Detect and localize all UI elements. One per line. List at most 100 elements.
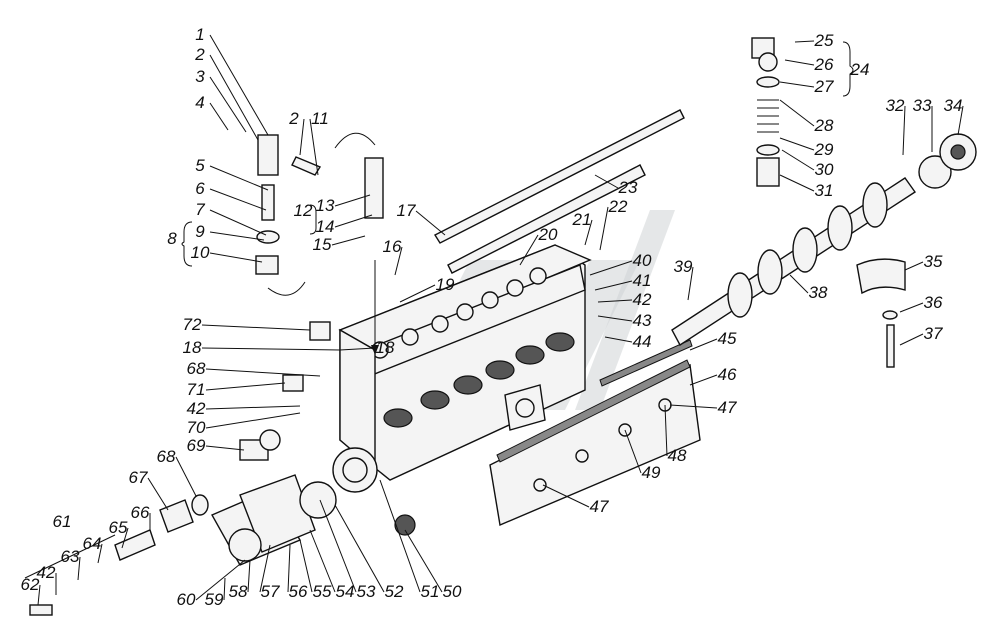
callout-number: 18: [376, 338, 395, 357]
leader-line: [339, 347, 376, 351]
callout-number: 22: [608, 197, 628, 216]
leader-line: [209, 165, 269, 191]
leader-line: [37, 584, 41, 606]
leader-line: [779, 137, 815, 151]
camshaft: [671, 133, 977, 347]
leader-line: [404, 529, 443, 593]
leader-line: [687, 266, 694, 301]
leader-line: [779, 81, 815, 88]
callout-number: 54: [336, 582, 355, 601]
leader-line: [223, 577, 226, 601]
callout-number: 15: [313, 235, 332, 254]
callout-number: 64: [83, 534, 102, 553]
leader-line: [624, 429, 642, 474]
callout-number: 27: [814, 77, 834, 96]
leader-line: [519, 234, 539, 266]
leader-line: [664, 404, 668, 457]
callout-number: 9: [195, 222, 205, 241]
callout-number: 67: [129, 468, 148, 487]
leader-line: [319, 499, 357, 593]
callout-number: 60: [177, 590, 196, 609]
callout-number: 36: [924, 293, 943, 312]
tappet-stack: [751, 37, 780, 187]
leader-line: [97, 543, 103, 564]
leader-line: [779, 174, 815, 192]
leader-line: [205, 368, 321, 377]
callout-number: 25: [814, 31, 834, 50]
callout-number: 59: [205, 590, 224, 609]
callout-number: 5: [195, 156, 205, 175]
leader-line: [299, 118, 305, 156]
callout-number: 42: [187, 399, 206, 418]
leader-lines: [37, 34, 964, 606]
callout-number: 1: [195, 25, 204, 44]
leader-line: [209, 231, 265, 241]
leader-line: [201, 324, 311, 331]
callout-number: 65: [109, 518, 128, 537]
leader-line: [209, 209, 267, 236]
callout-number: 16: [383, 237, 402, 256]
leader-line: [331, 235, 366, 246]
leader-line: [597, 299, 633, 303]
leader-line: [957, 105, 964, 136]
callout-number: 71: [187, 380, 206, 399]
leader-line: [147, 477, 169, 511]
callout-number: 57: [261, 582, 280, 601]
callout-number: 31: [815, 181, 834, 200]
callout-number: 32: [886, 96, 905, 115]
leader-line: [209, 54, 259, 141]
leader-line: [121, 527, 129, 549]
leader-line: [899, 302, 924, 313]
callout-number: 24: [850, 60, 870, 79]
callout-number: 43: [633, 311, 652, 330]
leader-line: [542, 484, 590, 508]
callout-number: 47: [590, 497, 609, 516]
callout-number: 40: [633, 251, 652, 270]
leader-line: [604, 336, 633, 343]
leader-line: [195, 559, 246, 601]
callout-number: 49: [642, 463, 661, 482]
leader-line: [334, 214, 373, 228]
leader-line: [779, 99, 815, 127]
flow-arrows: [267, 132, 379, 355]
leader-line: [299, 539, 313, 593]
callout-number: 45: [718, 329, 737, 348]
callout-number: 4: [195, 93, 204, 112]
callout-number: 51: [421, 582, 440, 601]
callout-number: 2: [194, 45, 205, 64]
callout-number: 68: [187, 359, 206, 378]
leader-line: [379, 479, 421, 593]
callout-number: 2: [288, 109, 299, 128]
leader-line: [205, 412, 301, 429]
leader-line: [209, 76, 247, 133]
leader-line: [789, 274, 809, 294]
callout-number: 12: [294, 201, 313, 220]
callout-number: 48: [668, 446, 687, 465]
callout-number: 8: [167, 229, 177, 248]
callout-number: 21: [572, 210, 592, 229]
leader-line: [594, 280, 633, 291]
callout-number: 17: [397, 201, 416, 220]
leader-line: [259, 544, 271, 593]
callout-number: 53: [357, 582, 376, 601]
leader-line: [201, 347, 341, 351]
callout-number: 56: [289, 582, 308, 601]
leader-line: [781, 149, 815, 171]
callout-number: 23: [618, 178, 638, 197]
bearing-cap: [856, 258, 906, 368]
callout-number: 50: [443, 582, 462, 601]
leader-line: [205, 405, 301, 410]
leader-line: [309, 529, 336, 593]
callout-number: 69: [187, 436, 206, 455]
leader-line: [205, 445, 245, 451]
leader-line: [175, 456, 197, 497]
leader-line: [669, 404, 718, 409]
valve-parts: [255, 134, 384, 275]
group-braces: [24, 41, 854, 579]
leader-line: [689, 374, 718, 386]
callout-number: 52: [385, 582, 404, 601]
callout-number: 38: [809, 283, 828, 302]
callout-number: 39: [674, 257, 693, 276]
leader-line: [247, 559, 251, 593]
